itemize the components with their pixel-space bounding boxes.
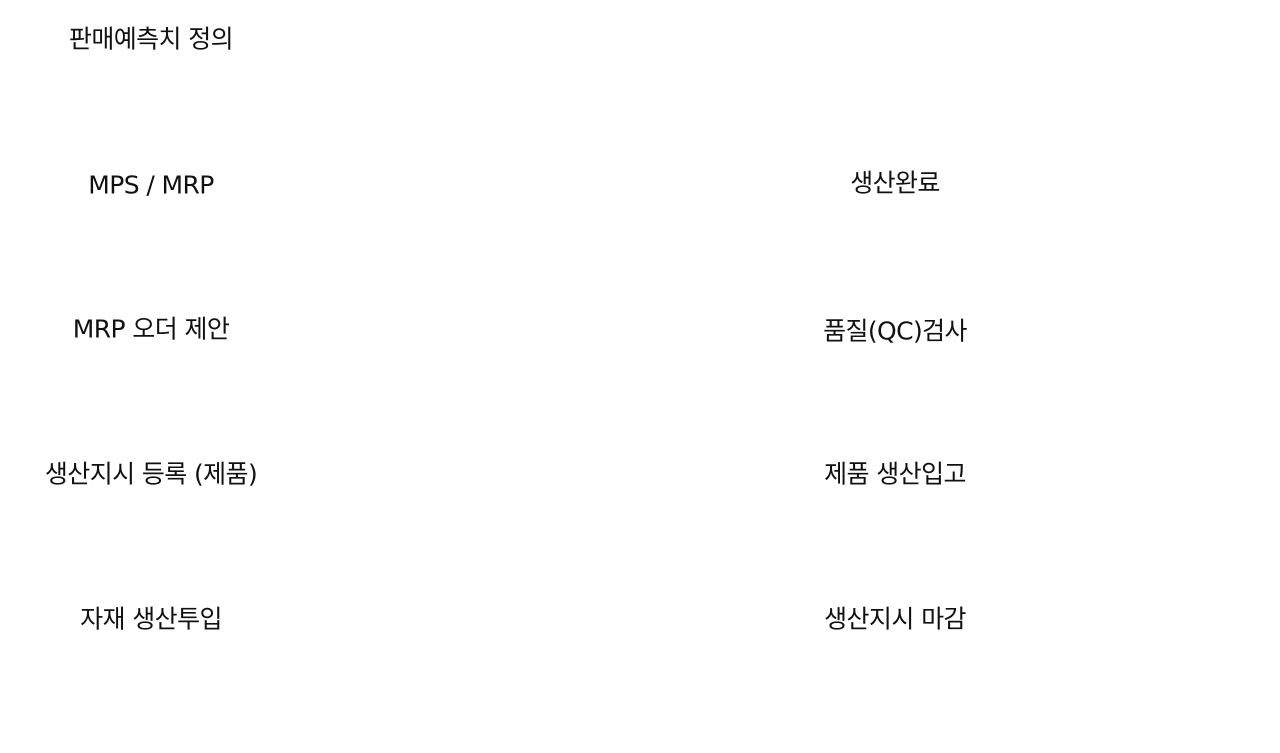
step-production-complete: 생산완료 [850, 168, 940, 198]
step-sales-forecast: 판매예측치 정의 [68, 24, 234, 54]
step-mrp-order-proposal: MRP 오더 제안 [72, 314, 230, 344]
step-production-order-close: 생산지시 마감 [824, 604, 966, 634]
step-product-production-receipt: 제품 생산입고 [824, 459, 966, 489]
step-production-order-registration: 생산지시 등록 (제품) [44, 459, 258, 489]
step-material-production-input: 자재 생산투입 [80, 604, 222, 634]
step-mps-mrp: MPS / MRP [88, 170, 214, 200]
step-quality-inspection: 품질(QC)검사 [823, 316, 967, 346]
